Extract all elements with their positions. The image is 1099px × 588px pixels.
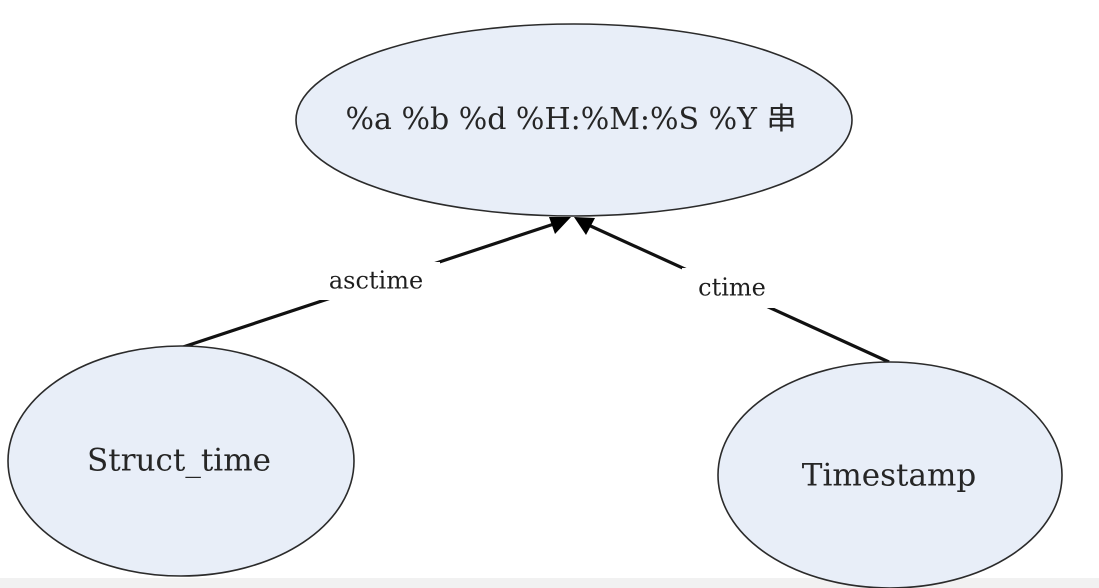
edge-asctime-label-bg (312, 262, 440, 300)
edge-asctime-label: asctime (329, 267, 423, 295)
node-format-string-shape (295, 23, 853, 217)
edge-asctime-arrowhead (549, 217, 571, 234)
node-struct-time-shape (7, 345, 355, 577)
node-struct-time: Struct_time (7, 345, 355, 577)
node-struct-time-label: Struct_time (87, 443, 271, 479)
node-timestamp-shape (717, 361, 1063, 588)
edge-ctime-label-bg (682, 268, 782, 308)
node-timestamp: Timestamp (717, 361, 1063, 588)
edge-ctime: ctime (574, 217, 890, 364)
edge-asctime: asctime (179, 217, 571, 350)
edge-ctime-arrowhead (574, 217, 595, 235)
node-timestamp-label: Timestamp (802, 458, 976, 494)
edge-ctime-label: ctime (698, 274, 766, 302)
node-format-string: %a %b %d %H:%M:%S %Y 串 (295, 23, 853, 217)
bottom-strip (0, 578, 1099, 588)
node-format-string-label: %a %b %d %H:%M:%S %Y 串 (346, 102, 797, 137)
